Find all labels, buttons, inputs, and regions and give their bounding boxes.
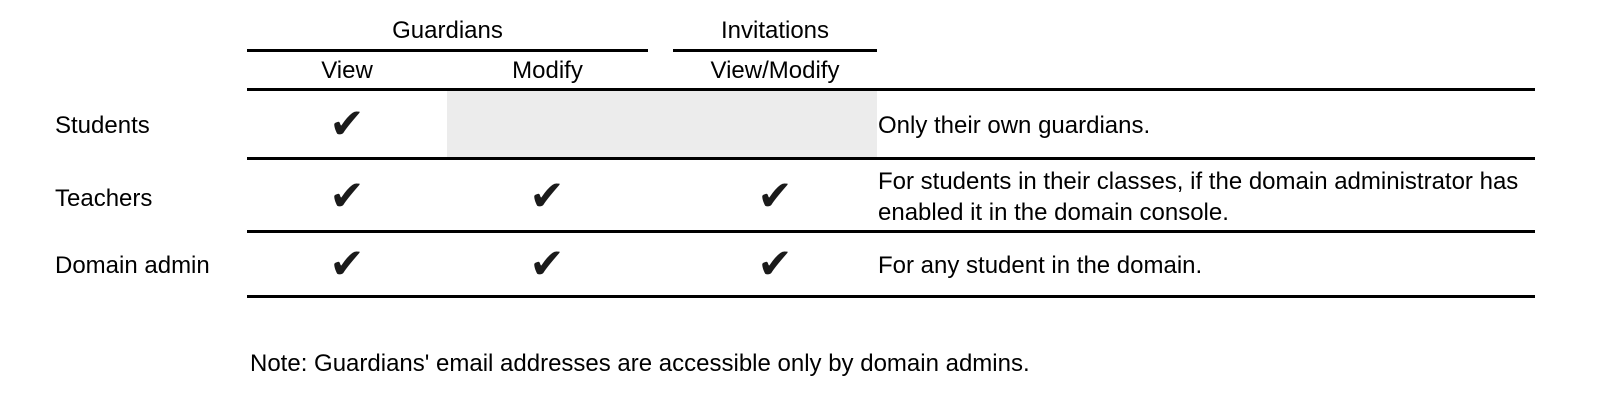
domain-admin-note: For any student in the domain. [878, 252, 1203, 279]
row-label-domain-admin: Domain admin [55, 252, 210, 279]
row-label-teachers: Teachers [55, 185, 153, 212]
footnote: Note: Guardians' email addresses are acc… [250, 350, 1030, 377]
students-disabled-cells [447, 91, 877, 157]
row-divider-line [247, 157, 1535, 160]
check-icon: ✔ [529, 239, 565, 288]
column-header-modify: Modify [512, 57, 583, 84]
column-header-view-modify: View/Modify [710, 57, 840, 84]
column-group-guardians: Guardians [392, 17, 503, 44]
header-divider-line [247, 88, 1535, 91]
teachers-note: For students in their classes, if the do… [878, 168, 1519, 226]
check-icon: ✔ [329, 239, 365, 288]
check-icon: ✔ [329, 99, 365, 148]
guardians-underline [247, 49, 648, 52]
students-note: Only their own guardians. [878, 112, 1151, 139]
row-label-students: Students [55, 112, 150, 139]
check-icon: ✔ [329, 171, 365, 220]
check-icon: ✔ [757, 239, 793, 288]
column-header-view: View [321, 57, 373, 84]
check-icon: ✔ [757, 171, 793, 220]
table-bottom-line [247, 295, 1535, 298]
column-group-invitations: Invitations [720, 17, 830, 44]
row-divider-line [247, 230, 1535, 233]
check-icon: ✔ [529, 171, 565, 220]
invitations-underline [673, 49, 877, 52]
